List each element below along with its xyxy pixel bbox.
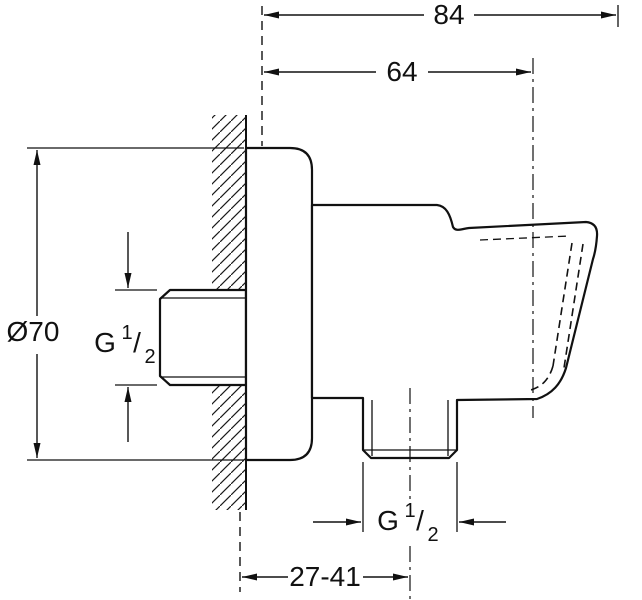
inlet-thread-label-slash: / — [133, 327, 141, 358]
flange-outline — [244, 146, 314, 462]
outlet-thread-label-prefix: G — [377, 505, 399, 536]
inlet-thread-label-prefix: G — [94, 327, 116, 358]
holder-hidden-line-2 — [563, 243, 584, 369]
holder-hidden-line-1 — [552, 242, 573, 367]
outlet-thread-label-slash: / — [416, 505, 424, 536]
holder-hidden-bottom-curve — [526, 365, 554, 392]
inlet-thread-label-numerator: 1 — [121, 322, 132, 344]
dim-64-label: 64 — [386, 56, 417, 87]
dim-84-label: 84 — [433, 0, 464, 30]
holder-hidden-rim-line — [479, 235, 571, 241]
body-and-holder-outline — [310, 203, 599, 460]
dim-range-label: 27-41 — [289, 561, 361, 592]
dim-diameter-label: Ø70 — [7, 316, 60, 347]
outlet-thread-label-numerator: 1 — [404, 500, 415, 522]
inlet-thread-label-denominator: 2 — [144, 346, 155, 368]
inlet-thread — [158, 288, 248, 387]
outlet-thread-label-denominator: 2 — [427, 524, 438, 546]
